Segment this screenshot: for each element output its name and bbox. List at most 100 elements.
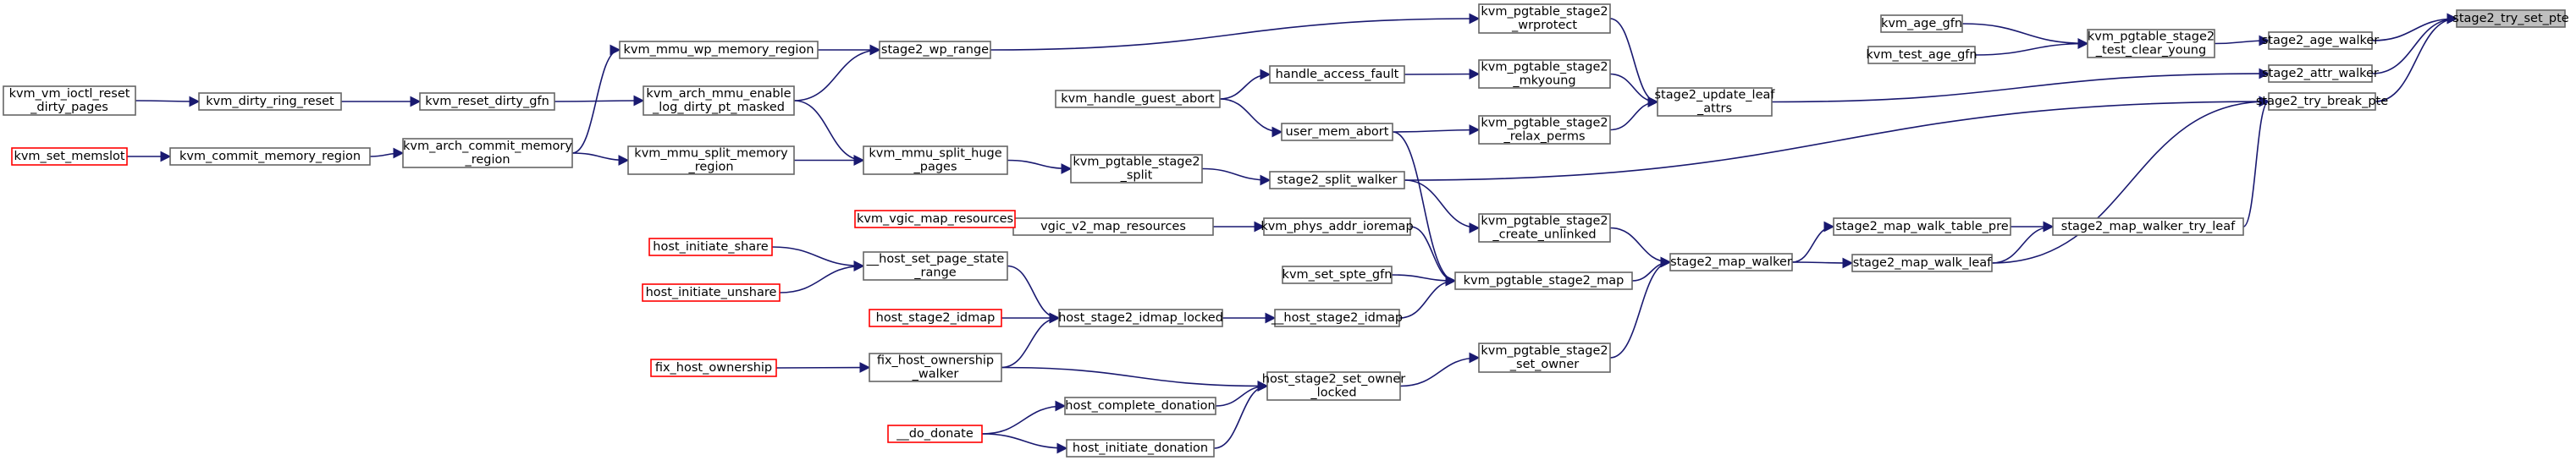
node-kvm-mmu-split-huge-pages[interactable]: kvm_mmu_split_huge_pages xyxy=(863,145,1008,175)
node-stage2-attr-walker[interactable]: stage2_attr_walker xyxy=(2262,64,2379,83)
node-host-set-page-state-range[interactable]: __host_set_page_state_range xyxy=(863,251,1008,281)
node-label: _range xyxy=(913,266,956,280)
node-host-stage2-idmap[interactable]: __host_stage2_idmap xyxy=(1271,309,1403,327)
node-host-initiate-unshare[interactable]: host_initiate_unshare xyxy=(642,283,781,302)
edge-kvm-pgtable-stage2-split-to-stage2-split-walker xyxy=(1201,167,1271,186)
node-kvm-mmu-wp-memory-region[interactable]: kvm_mmu_wp_memory_region xyxy=(619,41,819,59)
edge-kvm-test-age-gfn-to-kvm-pgtable-stage2-test-clear-young xyxy=(1974,38,2089,56)
edge-handle-access-fault-to-kvm-pgtable-stage2-mkyoung xyxy=(1404,69,1481,79)
node-label: stage2_attr_walker xyxy=(2262,67,2379,80)
node-label: host_initiate_share xyxy=(653,240,769,254)
node-label: stage2_try_set_pte xyxy=(2452,12,2569,25)
edge-kvm-pgtable-stage2-set-owner-to-stage2-map-walker xyxy=(1609,256,1672,359)
node-label: kvm_arch_mmu_enable xyxy=(646,87,791,101)
node-kvm-pgtable-stage2-create-unlinked[interactable]: kvm_pgtable_stage2_create_unlinked xyxy=(1478,213,1611,243)
node-box xyxy=(2456,9,2566,28)
node-stage2-age-walker[interactable]: stage2_age_walker xyxy=(2262,31,2380,50)
node-host-stage2-idmap[interactable]: host_stage2_idmap xyxy=(869,309,1002,327)
node-kvm-pgtable-stage2-set-owner[interactable]: kvm_pgtable_stage2_set_owner xyxy=(1478,343,1611,373)
node-kvm-vm-ioctl-reset-dirty-pages[interactable]: kvm_vm_ioctl_reset_dirty_pages xyxy=(3,85,136,116)
node-fix-host-ownership[interactable]: fix_host_ownership xyxy=(650,359,777,377)
node-label: host_initiate_unshare xyxy=(646,286,777,299)
node-stage2-map-walk-table-pre[interactable]: stage2_map_walk_table_pre xyxy=(1833,217,2011,236)
node-box xyxy=(2052,217,2244,236)
node-box xyxy=(3,85,136,116)
node-kvm-mmu-split-memory-region[interactable]: kvm_mmu_split_memory_region xyxy=(627,145,795,175)
node-host-initiate-share[interactable]: host_initiate_share xyxy=(648,238,773,256)
node-box xyxy=(402,138,573,168)
node-label: fix_host_ownership xyxy=(655,361,772,375)
node-box xyxy=(1266,371,1401,401)
node-do-donate[interactable]: __do_donate xyxy=(887,425,983,443)
edge-host-stage2-idmap-to-kvm-pgtable-stage2-map xyxy=(1398,275,1457,319)
node-label: __host_set_page_state xyxy=(866,253,1005,266)
node-kvm-commit-memory-region[interactable]: kvm_commit_memory_region xyxy=(169,147,371,166)
node-host-stage2-set-owner-locked[interactable]: host_stage2_set_owner_locked xyxy=(1262,371,1406,401)
node-kvm-pgtable-stage2-test-clear-young[interactable]: kvm_pgtable_stage2_test_clear_young xyxy=(2087,29,2215,58)
node-stage2-map-walker-try-leaf[interactable]: stage2_map_walker_try_leaf xyxy=(2052,217,2244,236)
node-label: kvm_pgtable_stage2 xyxy=(1481,117,1608,130)
edge-kvm-pgtable-stage2-mkyoung-to-stage2-update-leaf-attrs xyxy=(1609,73,1659,107)
edge-stage2-wp-range-to-kvm-pgtable-stage2-wrprotect xyxy=(990,13,1481,51)
node-stage2-wp-range[interactable]: stage2_wp_range xyxy=(879,41,991,59)
node-label: _wrprotect xyxy=(1511,19,1577,32)
node-box xyxy=(1058,309,1223,327)
node-label: _dirty_pages xyxy=(30,101,108,114)
node-user-mem-abort[interactable]: user_mem_abort xyxy=(1281,123,1393,141)
node-kvm-pgtable-stage2-split[interactable]: kvm_pgtable_stage2_split xyxy=(1070,154,1203,184)
node-label: _region xyxy=(464,153,510,167)
node-kvm-pgtable-stage2-mkyoung[interactable]: kvm_pgtable_stage2_mkyoung xyxy=(1478,59,1611,89)
node-box xyxy=(1478,213,1611,243)
node-label: kvm_pgtable_stage2 xyxy=(1481,5,1608,19)
node-host-stage2-idmap-locked[interactable]: host_stage2_idmap_locked xyxy=(1058,309,1223,327)
edge-kvm-arch-mmu-enable-log-dirty-pt-masked-to-stage2-wp-range xyxy=(793,44,881,101)
node-kvm-reset-dirty-gfn[interactable]: kvm_reset_dirty_gfn xyxy=(419,92,555,111)
node-label: _region xyxy=(687,161,733,174)
node-stage2-try-break-pte[interactable]: stage2_try_break_pte xyxy=(2256,92,2388,111)
node-box xyxy=(1478,115,1611,145)
node-box xyxy=(627,145,795,175)
node-vgic-v2-map-resources[interactable]: vgic_v2_map_resources xyxy=(1012,217,1214,236)
node-stage2-try-set-pte[interactable]: stage2_try_set_pte xyxy=(2452,9,2569,28)
node-label: _walker xyxy=(912,368,959,381)
node-kvm-dirty-ring-reset[interactable]: kvm_dirty_ring_reset xyxy=(198,92,342,111)
node-kvm-vgic-map-resources[interactable]: kvm_vgic_map_resources xyxy=(854,210,1016,228)
node-kvm-pgtable-stage2-relax-perms[interactable]: kvm_pgtable_stage2_relax_perms xyxy=(1478,115,1611,145)
node-label: kvm_commit_memory_region xyxy=(179,150,361,163)
node-label: kvm_mmu_wp_memory_region xyxy=(623,43,814,57)
node-label: kvm_age_gfn xyxy=(1881,17,1962,30)
node-kvm-set-spte-gfn[interactable]: kvm_set_spte_gfn xyxy=(1282,266,1393,284)
edge-stage2-split-walker-to-stage2-try-break-pte xyxy=(1404,96,2270,181)
node-kvm-age-gfn[interactable]: kvm_age_gfn xyxy=(1880,14,1963,33)
node-kvm-pgtable-stage2-wrprotect[interactable]: kvm_pgtable_stage2_wrprotect xyxy=(1478,3,1611,34)
node-kvm-handle-guest-abort[interactable]: kvm_handle_guest_abort xyxy=(1055,90,1221,108)
edge-kvm-age-gfn-to-kvm-pgtable-stage2-test-clear-young xyxy=(1961,23,2089,49)
node-stage2-map-walker[interactable]: stage2_map_walker xyxy=(1669,253,1793,271)
node-box xyxy=(1478,3,1611,34)
node-label: kvm_test_age_gfn xyxy=(1866,48,1977,62)
node-kvm-phys-addr-ioremap[interactable]: kvm_phys_addr_ioremap xyxy=(1260,217,1414,236)
node-box xyxy=(863,145,1008,175)
node-label: kvm_pgtable_stage2 xyxy=(1481,61,1608,74)
node-box xyxy=(1867,46,1976,64)
edge-stage2-map-walker-try-leaf-to-stage2-try-break-pte xyxy=(2242,96,2270,228)
node-handle-access-fault[interactable]: handle_access_fault xyxy=(1269,65,1405,84)
node-stage2-map-walk-leaf[interactable]: stage2_map_walk_leaf xyxy=(1851,254,1993,272)
node-host-complete-donation[interactable]: host_complete_donation xyxy=(1064,397,1216,415)
node-kvm-test-age-gfn[interactable]: kvm_test_age_gfn xyxy=(1866,46,1978,64)
node-box xyxy=(2087,29,2215,58)
edge-host-stage2-set-owner-locked-to-kvm-pgtable-stage2-set-owner xyxy=(1399,352,1481,387)
node-kvm-pgtable-stage2-map[interactable]: kvm_pgtable_stage2_map xyxy=(1454,271,1633,290)
node-label: kvm_set_spte_gfn xyxy=(1282,268,1393,282)
node-kvm-set-memslot[interactable]: kvm_set_memslot xyxy=(11,147,128,166)
node-fix-host-ownership-walker[interactable]: fix_host_ownership_walker xyxy=(869,353,1002,382)
node-label: fix_host_ownership xyxy=(877,354,994,368)
node-stage2-update-leaf-attrs[interactable]: stage2_update_leaf_attrs xyxy=(1654,87,1775,117)
node-stage2-split-walker[interactable]: stage2_split_walker xyxy=(1269,171,1405,189)
node-kvm-arch-commit-memory-region[interactable]: kvm_arch_commit_memory_region xyxy=(402,138,573,168)
node-label: stage2_map_walker xyxy=(1670,255,1792,269)
node-host-initiate-donation[interactable]: host_initiate_donation xyxy=(1066,439,1215,458)
node-kvm-arch-mmu-enable-log-dirty-pt-masked[interactable]: kvm_arch_mmu_enable_log_dirty_pt_masked xyxy=(643,85,795,116)
node-box xyxy=(1454,271,1633,290)
edge-kvm-handle-guest-abort-to-user-mem-abort xyxy=(1219,98,1283,138)
